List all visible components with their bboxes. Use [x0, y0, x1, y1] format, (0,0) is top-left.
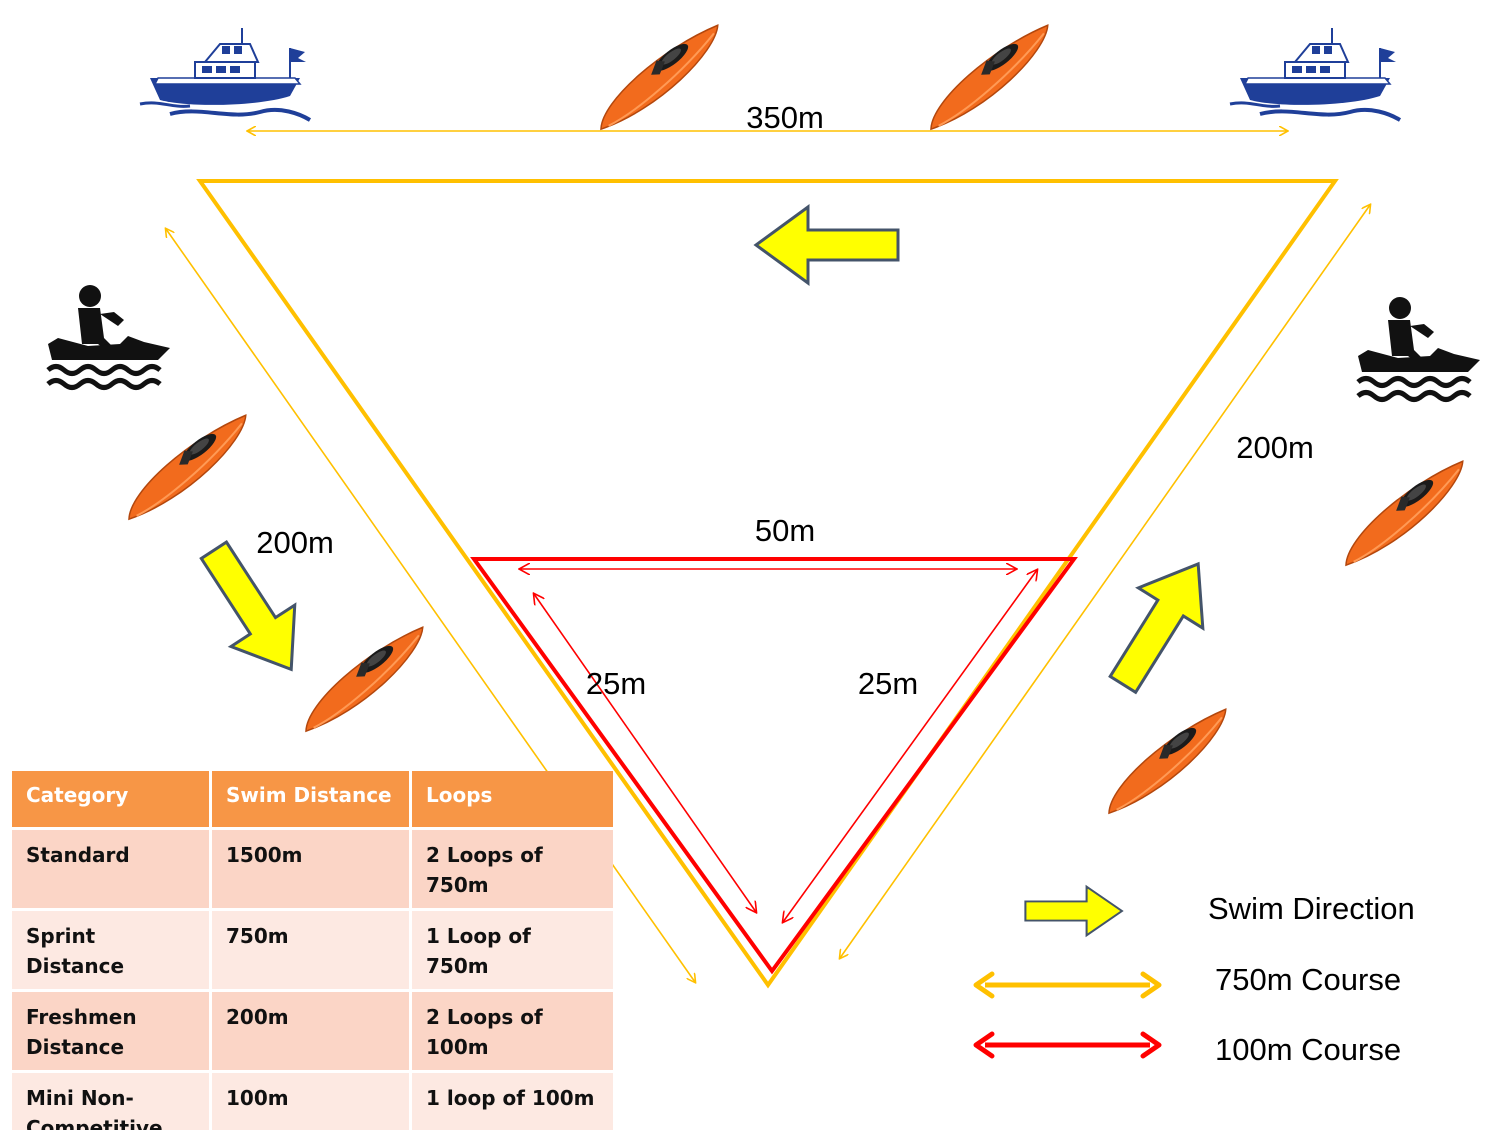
legend-swim-direction-label: Swim Direction — [1208, 891, 1415, 926]
cell-swim-distance: 100m — [212, 1073, 412, 1130]
jetski-icon — [48, 285, 170, 388]
kayak-icon — [292, 618, 437, 741]
category-table: Category Swim Distance Loops Standard 15… — [12, 771, 613, 1130]
kayak-icon — [115, 406, 260, 529]
table-row: Standard 1500m 2 Loops of 750m — [12, 830, 613, 911]
swim-direction-arrow-top — [754, 205, 900, 285]
cell-loops: 2 Loops of 750m — [412, 830, 613, 911]
inner-distance-arrow-left — [534, 594, 756, 912]
kayak-icon — [1095, 700, 1240, 823]
header-swim-distance: Swim Distance — [212, 771, 412, 830]
inner-distance-arrow-right — [783, 570, 1037, 922]
top-distance-label: 350m — [746, 100, 824, 135]
table-header-row: Category Swim Distance Loops — [12, 771, 613, 830]
cell-loops: 2 Loops of 100m — [412, 992, 613, 1073]
kayak-icon — [1332, 452, 1477, 575]
cell-loops: 1 loop of 100m — [412, 1073, 613, 1130]
kayak-icon — [917, 16, 1062, 139]
legend: Swim Direction 750m Course 100m Course — [973, 885, 1415, 1067]
table-row: Sprint Distance 750m 1 Loop of 750m — [12, 911, 613, 992]
table-row: Mini Non-Competitive 100m 1 loop of 100m — [12, 1073, 613, 1130]
inner-top-distance-label: 50m — [755, 513, 815, 548]
inner-left-distance-label: 25m — [586, 666, 646, 701]
right-distance-label: 200m — [1236, 430, 1314, 465]
cell-category: Sprint Distance — [12, 911, 212, 992]
cell-swim-distance: 1500m — [212, 830, 412, 911]
header-category: Category — [12, 771, 212, 830]
legend-100m-course-label: 100m Course — [1215, 1032, 1401, 1067]
cell-swim-distance: 750m — [212, 911, 412, 992]
cell-category: Mini Non-Competitive — [12, 1073, 212, 1130]
kayak-icon — [587, 16, 732, 139]
header-loops: Loops — [412, 771, 613, 830]
cell-category: Standard — [12, 830, 212, 911]
jetski-icon — [1358, 297, 1480, 400]
cell-category: Freshmen Distance — [12, 992, 212, 1073]
distance-arrow-right — [840, 205, 1370, 958]
cell-loops: 1 Loop of 750m — [412, 911, 613, 992]
left-distance-label: 200m — [256, 525, 334, 560]
legend-750m-course-label: 750m Course — [1215, 962, 1401, 997]
table-row: Freshmen Distance 200m 2 Loops of 100m — [12, 992, 613, 1073]
inner-right-distance-label: 25m — [858, 666, 918, 701]
boat-icon — [1228, 26, 1402, 122]
boat-icon — [138, 26, 312, 122]
cell-swim-distance: 200m — [212, 992, 412, 1073]
swim-direction-arrow-right — [1089, 542, 1232, 707]
yellow-arrow-icon — [1024, 885, 1123, 937]
